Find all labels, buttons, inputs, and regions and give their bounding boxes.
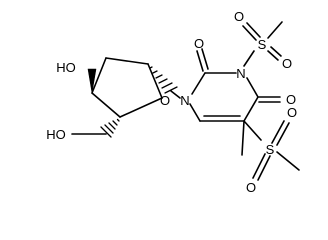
bond-c2-c1	[105, 57, 149, 65]
bond-c4-c5	[243, 96, 259, 122]
atom-label-o-s-bottom-1: O	[246, 180, 256, 195]
bond-s-ch3-top	[267, 21, 283, 39]
bond-n3-s	[243, 50, 255, 67]
bond-s-ch3-bottom	[276, 151, 300, 171]
bond-n3-c4	[246, 77, 259, 98]
atom-label-ho-top: HO	[56, 60, 76, 75]
atom-label-o-s-top-1: O	[234, 9, 244, 24]
atom-label-s-top: S	[258, 37, 267, 52]
bond-s-o-upper-left-double	[246, 22, 261, 38]
wedge-bond-c3-oh	[87, 68, 97, 94]
bond-s-o-lower-right-double	[270, 46, 282, 57]
atom-label-s-bottom: S	[266, 142, 275, 157]
atom-label-o-s-bottom-2: O	[287, 105, 297, 120]
hashed-bond-c4-ch2	[100, 118, 120, 138]
atom-label-o-ring: O	[160, 93, 170, 108]
bond-c4-c3	[91, 92, 121, 118]
bond-c5-s	[243, 120, 262, 141]
atom-label-ho-left: HO	[46, 127, 66, 142]
atom-label-n1: N	[180, 93, 189, 108]
chemical-structure: HO HO O N N O O S O O S O O	[46, 9, 300, 195]
atom-label-n3: N	[236, 66, 245, 81]
hashed-bond-c1-n1	[149, 66, 178, 94]
bond-s-o-right	[271, 120, 285, 144]
bond-c2-o2	[196, 50, 204, 72]
atom-label-o4: O	[286, 92, 296, 107]
atom-label-o2: O	[194, 36, 204, 51]
sugar-ring	[91, 57, 163, 118]
bond-s-o-left	[252, 153, 266, 179]
bond-s-o-right-double	[276, 122, 290, 146]
bond-n1-c2	[191, 72, 206, 95]
atom-label-o-s-top-2: O	[282, 56, 292, 71]
bond-c5-methyl	[241, 120, 245, 156]
bond-c1-oring	[147, 63, 163, 99]
bond-c1-n1-link	[170, 90, 181, 99]
bond-c3-c2	[91, 57, 107, 94]
bond-c6-n1	[189, 103, 201, 122]
bond-c2-o2-double	[201, 48, 209, 70]
bond-s-o-left-double	[257, 155, 271, 181]
bond-s-o-upper-left	[242, 25, 257, 41]
bond-s-o-lower-right	[267, 50, 279, 61]
pyrimidine-ring	[189, 72, 259, 122]
bond-oring-c4	[119, 97, 163, 118]
